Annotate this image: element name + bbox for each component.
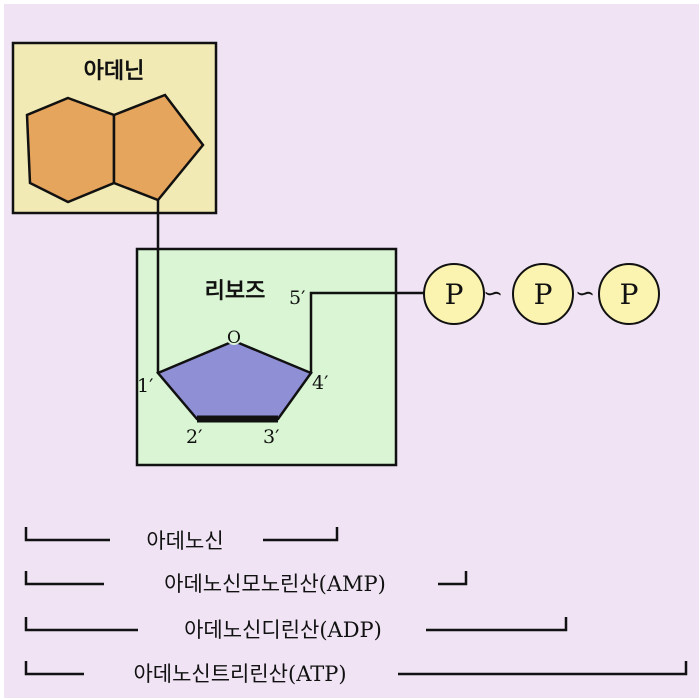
bracket-adenosine: 아데노신: [24, 527, 339, 553]
ribose-oxygen-mask: [226, 329, 242, 345]
phosphate-2: [512, 263, 574, 325]
high-energy-bond-2: ∽: [575, 279, 595, 307]
carbon-1-label: 1′: [137, 375, 153, 397]
bracket-amp-label: 아데노신모노린산(AMP): [164, 572, 386, 596]
pentose-ring-icon: [155, 339, 313, 423]
adenine-label: 아데닌: [84, 58, 145, 84]
phosphate-1-label: P: [445, 278, 464, 311]
bracket-adp-label: 아데노신디린산(ADP): [184, 618, 382, 642]
bracket-atp-line-right: [398, 661, 688, 676]
carbon-5-label: 5′: [289, 287, 305, 309]
phosphate-2-label: P: [534, 278, 553, 311]
carbon-3-label: 3′: [263, 426, 279, 448]
phosphate-3: [598, 263, 660, 325]
phosphate-3-label: P: [620, 278, 639, 311]
carbon-2-label: 2′: [186, 426, 202, 448]
carbon-4-label: 4′: [312, 372, 328, 394]
bracket-amp: 아데노신모노린산(AMP): [24, 571, 468, 596]
purine-ring-icon: [25, 93, 205, 204]
phosphate-bond: [309, 291, 425, 373]
bracket-amp-line-left: [24, 571, 104, 586]
bracket-amp-line-right: [438, 571, 468, 586]
bracket-adenosine-label: 아데노신: [146, 529, 223, 553]
ribose-oxygen-label: O: [227, 328, 241, 348]
adenine-hexagon: [25, 96, 116, 204]
adenine-group: 아데닌: [11, 41, 218, 215]
bracket-adp-line-right: [426, 617, 568, 632]
bracket-adp: 아데노신디린산(ADP): [24, 617, 568, 642]
bracket-adp-line-left: [24, 617, 138, 632]
bracket-atp: 아데노신트리린산(ATP): [24, 661, 688, 686]
phosphate-chain: P ∽ P ∽ P: [423, 263, 660, 325]
bracket-atp-line-left: [24, 661, 84, 676]
phosphate-1: [423, 263, 485, 325]
high-energy-bond-1: ∽: [483, 279, 503, 307]
ribose-group: 리보즈 O 1′ 2′ 3′ 4′ 5′: [135, 247, 398, 467]
ribose-label: 리보즈: [205, 278, 266, 304]
bracket-adenosine-line-left: [24, 527, 110, 542]
bracket-atp-label: 아데노신트리린산(ATP): [133, 662, 346, 686]
adenine-pentagon: [112, 93, 205, 202]
bracket-adenosine-line-right: [263, 527, 339, 542]
